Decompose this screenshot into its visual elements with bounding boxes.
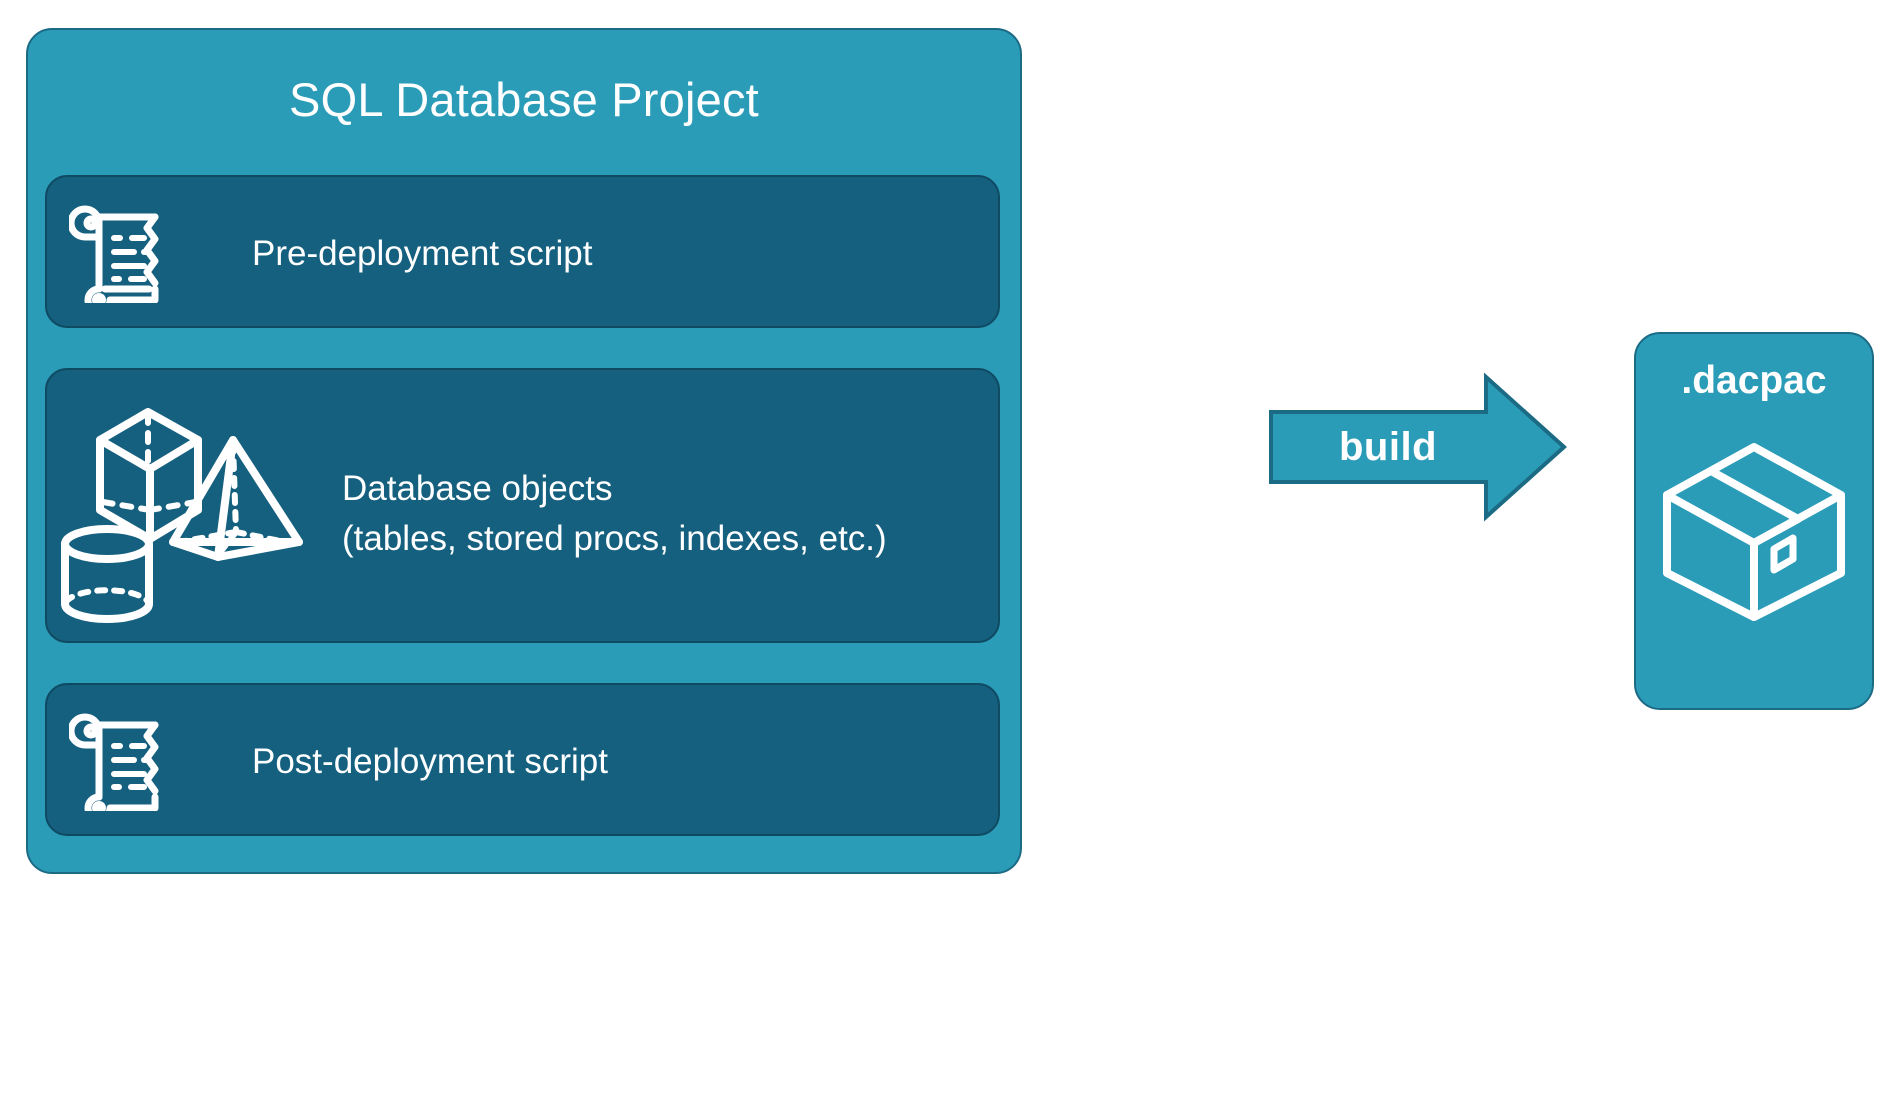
card-label-post-deployment: Post-deployment script: [252, 742, 608, 781]
card-database-objects[interactable]: Database objects (tables, stored procs, …: [45, 368, 1000, 643]
scroll-icon: [67, 711, 174, 823]
arrow-right-icon: [1268, 372, 1568, 522]
project-title: SQL Database Project: [289, 73, 759, 126]
dacpac-output-container[interactable]: .dacpac: [1634, 332, 1874, 710]
sql-database-project-container: SQL Database Project: [26, 28, 1022, 874]
card-label-database-objects: Database objects (tables, stored procs, …: [342, 469, 887, 558]
package-box-icon: [1659, 439, 1849, 624]
card-post-deployment-script[interactable]: Post-deployment script: [45, 683, 1000, 836]
card-label-pre-deployment: Pre-deployment script: [252, 234, 593, 273]
shapes-icon: [55, 392, 305, 632]
scroll-icon: [67, 203, 174, 315]
dacpac-title: .dacpac: [1681, 359, 1827, 402]
card-pre-deployment-script[interactable]: Pre-deployment script: [45, 175, 1000, 328]
